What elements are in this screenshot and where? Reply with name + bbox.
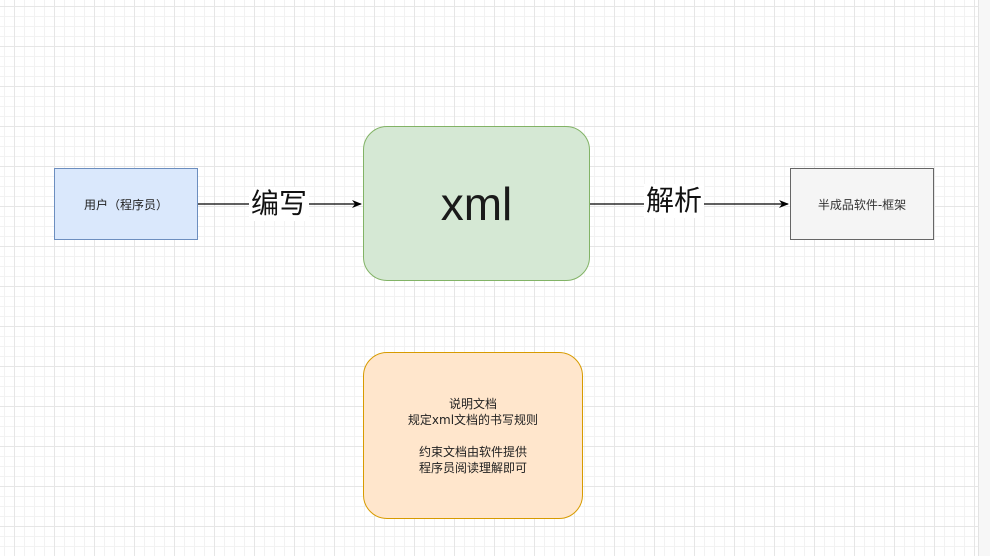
user-node[interactable]: 用户（程序员） [54,168,198,240]
user-node-label: 用户（程序员） [83,197,168,212]
xml-node-label: xml [440,177,513,230]
note-line-4: 约束文档由软件提供 [418,444,527,459]
xml-node[interactable]: xml [363,126,590,281]
edge-write-label[interactable]: 编写 [249,187,310,221]
framework-node[interactable]: 半成品软件-框架 [790,168,934,240]
note-line-5: 程序员阅读理解即可 [418,460,527,475]
note-line-2: 规定xml文档的书写规则 [407,412,539,427]
note-line-1: 说明文档 [448,396,497,411]
framework-node-label: 半成品软件-框架 [817,197,907,212]
canvas-scrollbar[interactable] [978,0,990,556]
note-node[interactable]: 说明文档 规定xml文档的书写规则 约束文档由软件提供 程序员阅读理解即可 [363,352,583,519]
edge-parse-label[interactable]: 解析 [644,184,705,218]
